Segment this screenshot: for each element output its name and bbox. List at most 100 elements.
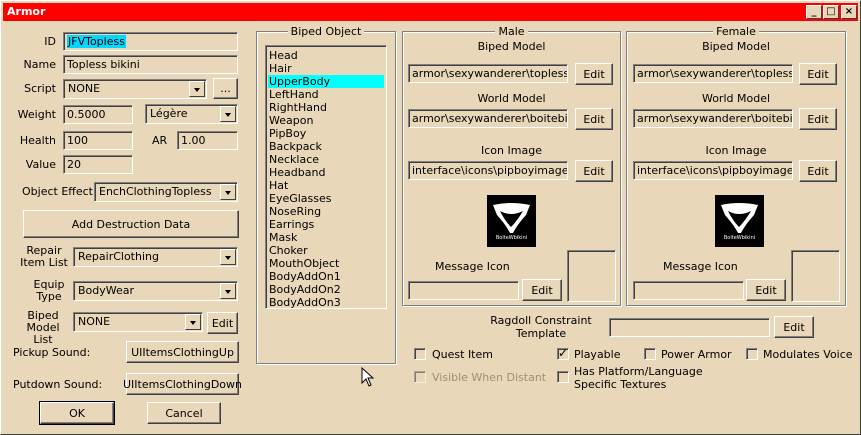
biped-object-title: Biped Object [287,25,365,38]
male-biped-model-input[interactable]: armor\sexywanderer\topless.nif [408,64,568,83]
minimize-button[interactable]: _ [806,5,822,19]
biped-list-item[interactable]: PipBoy [269,127,307,140]
female-icon-caption: BoiteWbikini [723,235,756,241]
female-biped-model-input[interactable]: armor\sexywanderer\topless.nif [633,64,793,83]
male-biped-model-edit-button[interactable]: Edit [575,63,613,85]
female-message-icon-preview [791,250,840,302]
biped-list-item[interactable]: MouthObject [269,257,340,270]
female-biped-model-label: Biped Model [702,40,770,53]
repair-item-list-value: RepairClothing [78,250,159,263]
chevron-down-icon[interactable] [220,283,236,299]
script-select-value: NONE [68,82,101,95]
female-message-icon-edit-button[interactable]: Edit [746,279,786,301]
equip-type-label: Equip Type [33,278,65,303]
object-effect-label: Object Effect [22,185,93,198]
chevron-down-icon[interactable] [189,81,205,97]
power-armor-checkbox[interactable] [644,348,656,360]
female-icon-image-edit-button[interactable]: Edit [799,160,837,182]
male-icon-image-edit-button[interactable]: Edit [575,160,613,182]
ar-input[interactable]: 1.00 [177,131,238,150]
putdown-sound-button[interactable]: UIItemsClothingDown [123,373,242,395]
cancel-button[interactable]: Cancel [147,402,221,424]
biped-list-item[interactable]: Backpack [269,140,322,153]
playable-label: Playable [574,348,621,361]
male-world-model-edit-button[interactable]: Edit [575,108,613,130]
biped-model-list-select[interactable]: NONE [73,312,203,332]
biped-model-list-edit-button[interactable]: Edit [207,312,238,334]
biped-list-item[interactable]: NoseRing [269,205,322,218]
value-input[interactable]: 20 [63,155,133,174]
name-input[interactable]: Topless bikini [63,55,238,74]
script-browse-button[interactable]: ... [213,78,238,99]
object-effect-select[interactable]: EnchClothingTopless [94,182,238,202]
biped-list-item[interactable]: EyeGlasses [269,192,332,205]
biped-list-item[interactable]: Hair [269,62,292,75]
ar-label: AR [152,134,168,147]
chevron-down-icon[interactable] [220,184,236,200]
chevron-down-icon[interactable] [220,106,236,122]
has-platform-textures-checkbox[interactable] [557,371,569,383]
quest-item-label: Quest Item [432,348,493,361]
female-world-model-input[interactable]: armor\sexywanderer\boitebikini. [633,109,793,128]
biped-list-item[interactable]: Necklace [269,153,320,166]
playable-checkbox[interactable] [557,346,569,360]
weight-class-value: Légère [150,107,188,120]
add-destruction-data-button[interactable]: Add Destruction Data [23,210,239,238]
maximize-button[interactable]: □ [823,5,839,19]
male-icon-image-label: Icon Image [481,144,542,157]
health-input[interactable]: 100 [63,131,133,150]
female-icon-image-label: Icon Image [705,144,767,157]
equip-type-select[interactable]: BodyWear [73,281,238,301]
id-input-text: JFVTopless [67,35,126,48]
pickup-sound-label: Pickup Sound: [13,346,91,359]
visible-when-distant-checkbox[interactable] [414,371,426,383]
window-title: Armor [7,5,46,18]
ragdoll-template-input[interactable] [609,318,770,337]
chevron-down-icon[interactable] [220,249,236,265]
health-label: Health [19,134,56,147]
ragdoll-template-edit-button[interactable]: Edit [774,316,814,338]
biped-list-item[interactable]: Head [269,49,298,62]
weight-class-select[interactable]: Légère [145,104,238,124]
female-biped-model-edit-button[interactable]: Edit [799,63,837,85]
weight-input[interactable]: 0.5000 [63,105,133,124]
chevron-down-icon[interactable] [185,314,201,330]
male-message-icon-input[interactable] [408,281,519,300]
biped-list-item[interactable]: RightHand [269,101,327,114]
male-world-model-input[interactable]: armor\sexywanderer\boitebikini. [408,109,568,128]
biped-list-item[interactable]: Weapon [269,114,314,127]
biped-list-item[interactable]: Earrings [269,218,315,231]
repair-item-list-select[interactable]: RepairClothing [73,247,238,267]
ragdoll-template-label: Ragdoll Constraint Template [490,314,592,340]
putdown-sound-label: Putdown Sound: [13,378,103,391]
biped-list-item[interactable]: Mask [269,231,298,244]
biped-list-item[interactable]: BodyAddOn1 [269,270,341,283]
equip-type-value: BodyWear [78,284,135,297]
biped-list-item[interactable]: Hat [269,179,289,192]
biped-list-item[interactable]: Choker [269,244,308,257]
biped-list-item[interactable]: BodyAddOn3 [269,296,341,309]
biped-object-group: Biped Object [256,25,396,364]
ok-button[interactable]: OK [39,401,115,425]
biped-list-item[interactable]: Headband [269,166,326,179]
biped-list-item[interactable]: LeftHand [269,88,319,101]
male-icon-image-input[interactable]: interface\icons\pipboyimages\a [408,161,568,180]
female-icon-image-input[interactable]: interface\icons\pipboyimages\a [633,161,793,180]
female-message-icon-input[interactable] [633,281,744,300]
pickup-sound-button[interactable]: UIItemsClothingUp [126,341,239,363]
title-bar[interactable]: Armor _ □ × [3,3,858,21]
quest-item-checkbox[interactable] [414,348,426,360]
modulates-voice-checkbox[interactable] [746,348,758,360]
male-group: Male [402,25,621,306]
close-button[interactable]: × [841,5,857,19]
male-message-icon-edit-button[interactable]: Edit [522,279,562,301]
male-message-icon-label: Message Icon [435,260,510,273]
female-world-model-edit-button[interactable]: Edit [799,108,837,130]
id-input[interactable]: JFVTopless [63,32,238,51]
biped-list-item[interactable]: BodyAddOn2 [269,283,341,296]
biped-list-item[interactable]: UpperBody [268,75,384,88]
id-label: ID [44,35,56,48]
script-select[interactable]: NONE [63,79,207,99]
